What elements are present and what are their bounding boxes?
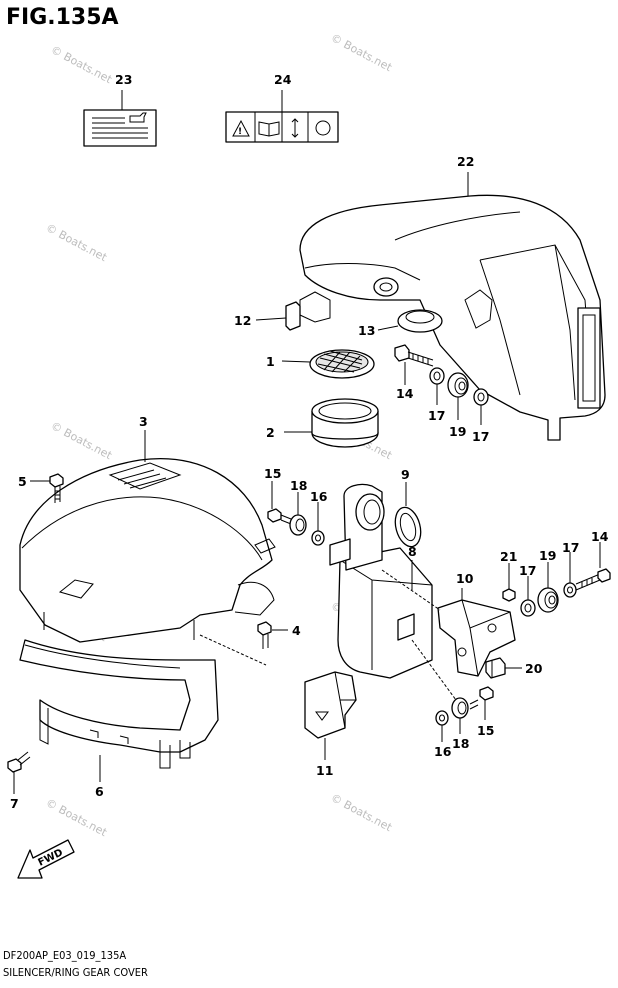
part-14-bolt-lower: 17 14 <box>562 529 611 598</box>
callout-9: 9 <box>401 467 410 482</box>
part-9-seal-ring: 9 <box>394 467 422 548</box>
callout-15: 15 <box>264 466 281 481</box>
part-23-label: 23 <box>83 72 157 147</box>
part-16-washer-upper: 16 <box>310 489 328 546</box>
watermark: © Boats.net <box>44 796 110 839</box>
callout-21: 21 <box>500 549 517 564</box>
callout-16: 16 <box>434 744 452 759</box>
callout-12: 12 <box>234 313 251 328</box>
part-4-bolt: 4 <box>199 621 301 666</box>
callout-10: 10 <box>456 571 474 586</box>
part-18-spacer-lower: 18 <box>451 697 469 751</box>
part-7-bolt: 7 <box>7 751 31 811</box>
part-10-bracket: 10 <box>437 571 516 677</box>
circle-icon <box>315 120 331 136</box>
warning-triangle-icon <box>232 119 250 137</box>
watermark: © Boats.net <box>329 791 395 834</box>
part-16-washer-lower: 16 <box>434 710 452 759</box>
part-12-clip: 12 <box>234 301 301 331</box>
part-15-bolt-upper: 15 <box>264 466 292 525</box>
part-17-collar-upper: 17 <box>428 367 445 423</box>
watermark: © Boats.net <box>49 43 115 86</box>
up-down-arrow-icon <box>291 118 299 138</box>
part-17-collar-upper-2: 17 <box>472 388 489 444</box>
part-19-mount-right: 19 <box>537 548 559 613</box>
callout-17: 17 <box>428 408 445 423</box>
part-8-silencer: 8 <box>329 483 433 679</box>
part-13-grommet: 13 <box>358 309 443 338</box>
callout-20: 20 <box>525 661 543 676</box>
part-2-seal: 2 <box>266 398 379 448</box>
callout-1: 1 <box>266 354 275 369</box>
callout-15: 15 <box>477 723 494 738</box>
manual-book-icon <box>258 121 280 137</box>
part-24-warning-label: ! 24 <box>225 72 339 143</box>
callout-18: 18 <box>452 736 469 751</box>
part-17-collar-right: 17 <box>519 563 536 617</box>
callout-5: 5 <box>18 474 27 489</box>
callout-24: 24 <box>274 72 292 87</box>
part-15-bolt-lower: 15 <box>469 686 494 738</box>
callout-3: 3 <box>139 414 148 429</box>
part-6-lower-cover: 6 <box>19 639 219 799</box>
part-14-bolt-upper: 14 <box>394 344 434 401</box>
alignment-line <box>411 639 457 701</box>
callout-17: 17 <box>472 429 489 444</box>
callout-18: 18 <box>290 478 307 493</box>
callout-14: 14 <box>591 529 609 544</box>
figure-title: FIG.135A <box>6 5 119 30</box>
part-19-mount-upper: 19 <box>447 372 469 439</box>
alignment-line <box>381 569 441 611</box>
callout-7: 7 <box>10 796 19 811</box>
oil-can-icon <box>129 112 147 123</box>
part-1-screen: 1 <box>266 349 375 379</box>
callout-11: 11 <box>316 763 333 778</box>
part-3-ring-gear-cover: 3 <box>19 414 276 643</box>
fwd-arrow-icon: FWD <box>17 839 75 879</box>
callout-22: 22 <box>457 154 474 169</box>
callout-6: 6 <box>95 784 104 799</box>
callout-14: 14 <box>396 386 414 401</box>
callout-19: 19 <box>449 424 466 439</box>
callout-23: 23 <box>115 72 132 87</box>
callout-2: 2 <box>266 425 275 440</box>
part-20-clip: 20 <box>485 657 543 679</box>
callout-13: 13 <box>358 323 375 338</box>
part-22-silencer-case: 22 <box>299 154 606 441</box>
part-5-bolt: 5 <box>18 473 64 503</box>
callout-17b: 17 <box>562 540 579 555</box>
callout-19: 19 <box>539 548 556 563</box>
diagram-caption: SILENCER/RING GEAR COVER <box>3 966 148 979</box>
part-18-spacer-upper: 18 <box>289 478 307 536</box>
callout-4: 4 <box>292 623 301 638</box>
watermark: © Boats.net <box>44 221 110 264</box>
diagram-code: DF200AP_E03_019_135A <box>3 949 126 962</box>
watermark: © Boats.net <box>329 31 395 74</box>
callout-8: 8 <box>408 544 417 559</box>
callout-16: 16 <box>310 489 328 504</box>
callout-17: 17 <box>519 563 536 578</box>
svg-text:!: ! <box>238 127 242 137</box>
part-21-nut: 21 <box>500 549 517 602</box>
watermark: © Boats.net <box>49 419 115 462</box>
part-11-bracket: 11 <box>304 671 357 778</box>
